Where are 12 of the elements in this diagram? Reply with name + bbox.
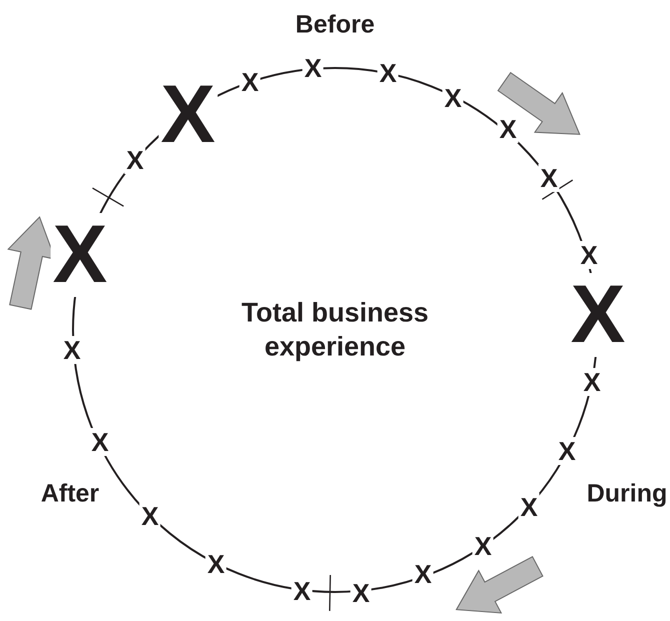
touchpoint-mark: X <box>578 241 600 269</box>
touchpoint-mark: X <box>124 146 146 174</box>
touchpoint-mark: X <box>518 493 540 521</box>
key-touchpoint-mark: X <box>50 213 110 297</box>
center-title: Total business experience <box>240 296 430 364</box>
touchpoint-mark: X <box>538 164 560 192</box>
key-touchpoint-mark: X <box>568 273 628 357</box>
touchpoint-mark: X <box>139 502 161 530</box>
touchpoint-mark: X <box>61 336 83 364</box>
touchpoint-mark: X <box>581 368 603 396</box>
touchpoint-mark: X <box>89 428 111 456</box>
touchpoint-mark: X <box>556 437 578 465</box>
